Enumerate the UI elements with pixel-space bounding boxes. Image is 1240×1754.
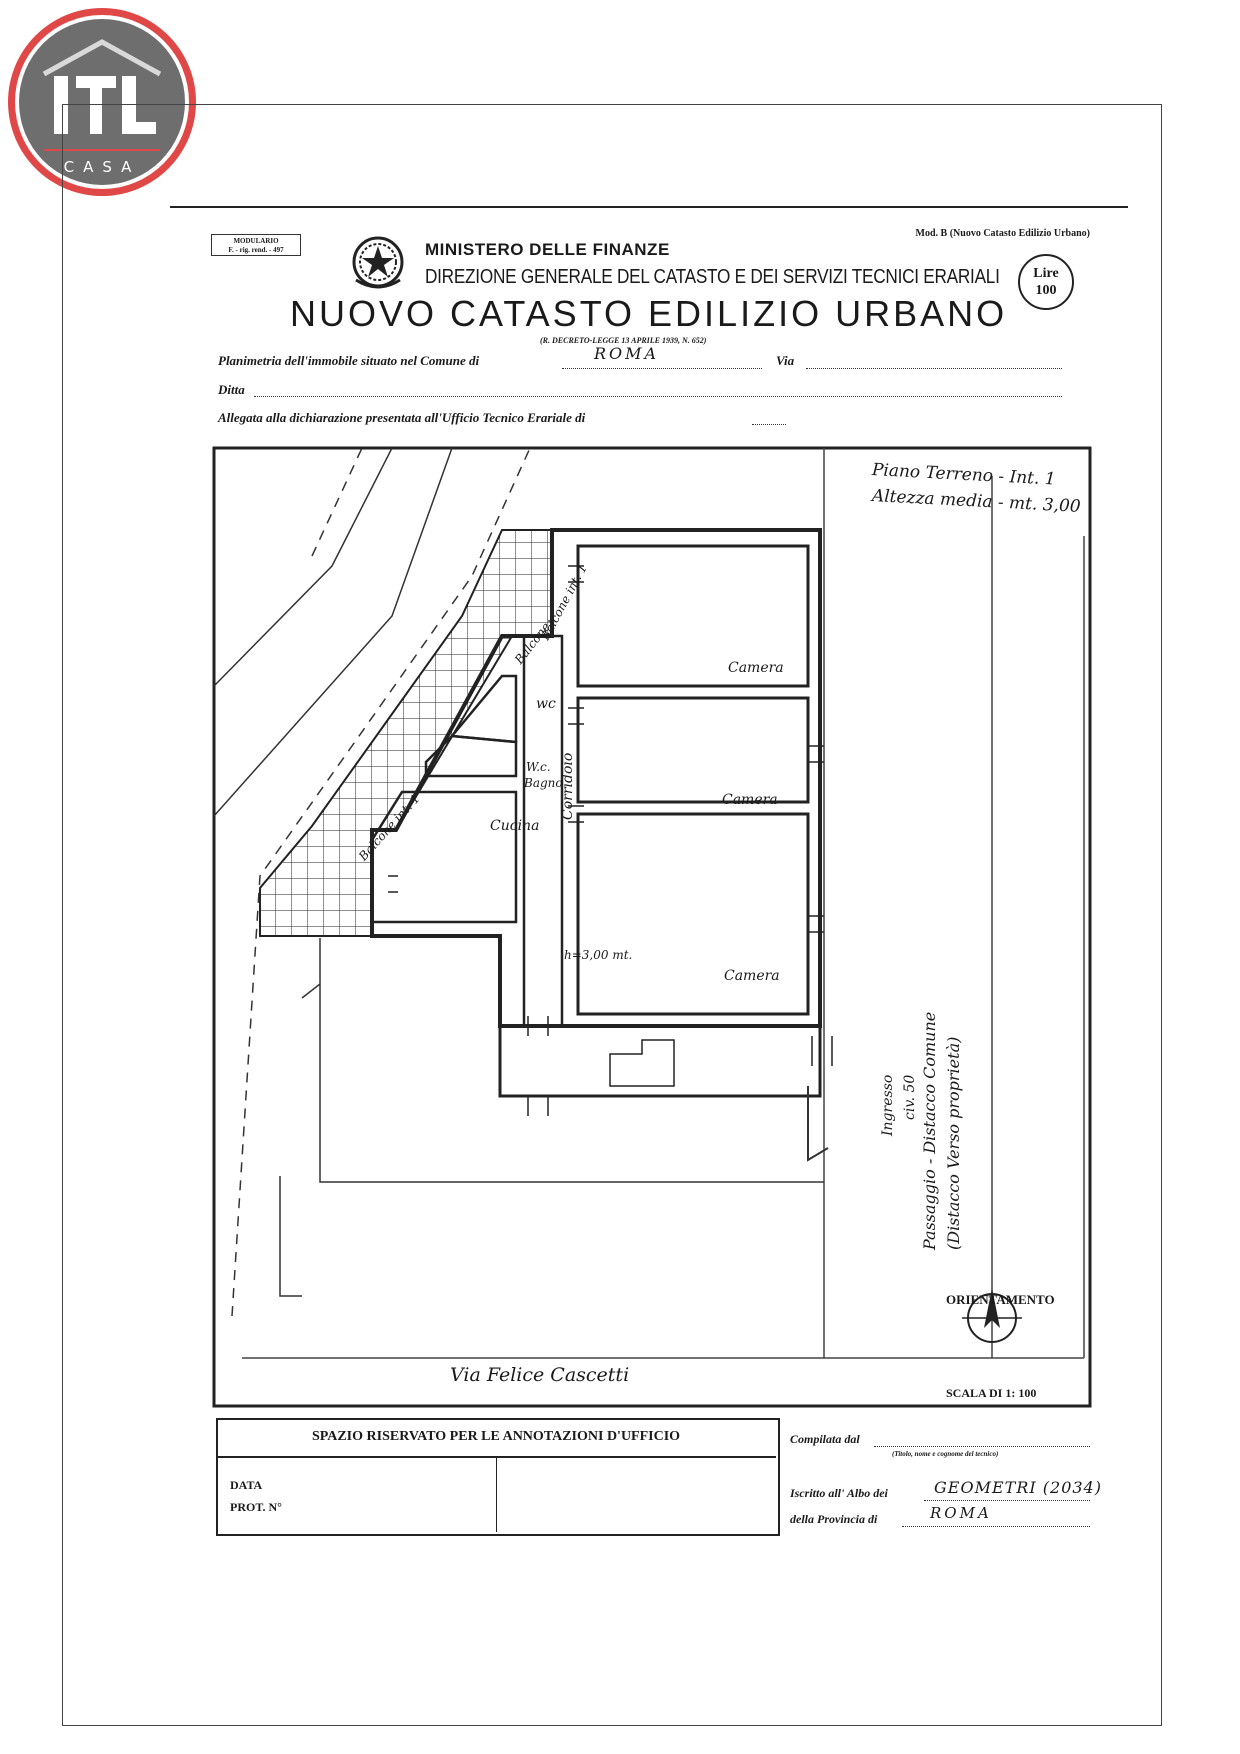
- itl-casa-logo: CASA: [8, 8, 196, 196]
- modulario-line2: F. - rig. rend. - 497: [228, 246, 284, 254]
- via-label: Via: [776, 353, 795, 368]
- ministero-heading: MINISTERO DELLE FINANZE: [425, 240, 670, 259]
- diagonal-line: [213, 447, 393, 687]
- room-label-camera-2: Camera: [722, 792, 778, 808]
- room-label-wc-bagno-2: Bagno: [524, 776, 563, 790]
- office-box-divider: [496, 1456, 497, 1532]
- comune-line: [562, 368, 762, 369]
- room-label-corridoio: Corridoio: [560, 752, 576, 820]
- header-rule: [170, 206, 1128, 208]
- compilata-line: [874, 1446, 1090, 1447]
- room-camera-3: [576, 812, 810, 1016]
- passaggio-label: Passaggio - Distacco Comune: [920, 1011, 939, 1250]
- gate-line: [807, 1086, 829, 1162]
- room-wc-bagno: [424, 734, 518, 778]
- scala-label: SCALA DI 1: 100: [946, 1386, 1037, 1400]
- provincia-value: ROMA: [930, 1504, 992, 1522]
- stairs-icon: [609, 1039, 675, 1087]
- direzione-heading: DIREZIONE GENERALE DEL CATASTO E DEI SER…: [425, 266, 1000, 288]
- logo-sub-text: CASA: [64, 158, 141, 176]
- window-markers: [388, 565, 833, 1116]
- office-annotations-heading: SPAZIO RISERVATO PER LE ANNOTAZIONI D'UF…: [216, 1418, 776, 1458]
- room-camera-1: [576, 544, 810, 688]
- planimetria-label: Planimetria dell'immobile situato nel Co…: [218, 353, 480, 368]
- lire-value: 100: [1035, 283, 1057, 298]
- document-frame: [62, 104, 1162, 1726]
- provincia-label: della Provincia di: [790, 1512, 878, 1526]
- room-label-wc: wc: [536, 696, 556, 712]
- dashed-line: [231, 447, 531, 1317]
- room-camera-2: [576, 696, 810, 804]
- lire-stamp: Lire 100: [1018, 254, 1074, 310]
- ditta-line: [254, 396, 1062, 397]
- allegata-line: [752, 424, 786, 425]
- provincia-line: [902, 1526, 1090, 1527]
- allegata-label: Allegata alla dichiarazione presentata a…: [218, 410, 586, 425]
- room-label-cucina: Cucina: [490, 818, 540, 834]
- room-label-wc-bagno-1: W.c.: [526, 760, 551, 774]
- via-line: [806, 368, 1062, 369]
- entrance-block: [498, 1024, 822, 1098]
- street-label: Via Felice Cascetti: [450, 1364, 630, 1386]
- mod-b-label: Mod. B (Nuovo Catasto Edilizio Urbano): [915, 228, 1090, 239]
- room-label-camera-1: Camera: [728, 660, 784, 676]
- room-label-height: h=3,00 mt.: [564, 948, 633, 962]
- compilata-sub: (Titolo, nome e cognome del tecnico): [892, 1450, 999, 1458]
- iscritto-value: GEOMETRI (2034): [934, 1478, 1102, 1497]
- courtyard-outline: [301, 938, 824, 1183]
- diagonal-line: [213, 447, 453, 817]
- lire-label: Lire: [1033, 266, 1059, 281]
- compilata-label: Compilata dal: [790, 1432, 860, 1446]
- decreto-note: (R. DECRETO-LEGGE 13 APRILE 1939, N. 652…: [540, 336, 707, 345]
- iscritto-line: [924, 1500, 1090, 1501]
- office-annotations-box: [216, 1418, 780, 1536]
- civico-label: civ. 50: [902, 1074, 918, 1120]
- distacco-label: (Distacco Verso proprietà): [944, 1036, 963, 1250]
- balcony-area: [259, 529, 553, 937]
- document-title: NUOVO CATASTO EDILIZIO URBANO: [290, 293, 1008, 334]
- republic-emblem-icon: [352, 236, 404, 289]
- plan-border: [212, 446, 1092, 1408]
- comune-value: ROMA: [594, 344, 660, 363]
- modulario-line1: MODULARIO: [233, 237, 279, 245]
- room-cucina: [370, 790, 518, 924]
- iscritto-label: Iscritto all' Albo dei: [790, 1486, 888, 1500]
- floor-plan: [212, 446, 1092, 1408]
- courtyard-outline: [279, 1176, 302, 1297]
- modulario-box: MODULARIO F. - rig. rend. - 497: [211, 234, 301, 256]
- data-label: DATA: [230, 1478, 263, 1492]
- ingresso-label: Ingresso: [880, 1074, 896, 1136]
- dashed-line: [311, 447, 363, 557]
- orientamento-label: ORIENTAMENTO: [946, 1292, 1055, 1307]
- room-label-camera-3: Camera: [724, 968, 780, 984]
- prot-label: PROT. N°: [230, 1500, 282, 1514]
- ditta-label: Ditta: [218, 382, 245, 397]
